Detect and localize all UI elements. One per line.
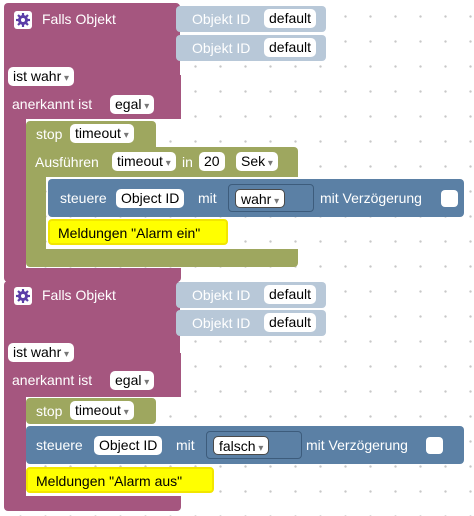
object-id-block[interactable]: Objekt ID default bbox=[176, 282, 326, 308]
objekt-id-label: Objekt ID bbox=[192, 40, 251, 56]
anerkannt-dropdown[interactable]: egal bbox=[110, 371, 155, 390]
mit-label: mit bbox=[198, 190, 217, 206]
condition-dropdown[interactable]: ist wahr bbox=[8, 67, 75, 86]
timeout-value-field[interactable]: 20 bbox=[199, 152, 225, 171]
object-id-field[interactable]: Object ID bbox=[116, 189, 185, 208]
timeout-name-dropdown[interactable]: timeout bbox=[112, 152, 176, 171]
objekt-id-field[interactable]: default bbox=[264, 313, 317, 332]
value-socket[interactable]: falsch bbox=[206, 431, 302, 459]
verzoegerung-label: mit Verzögerung bbox=[320, 190, 422, 206]
objekt-id-field[interactable]: default bbox=[264, 38, 317, 57]
stop-timeout-dropdown[interactable]: timeout bbox=[70, 401, 134, 420]
anerkannt-label: anerkannt ist bbox=[12, 96, 93, 112]
delay-checkbox[interactable] bbox=[426, 437, 443, 454]
objekt-id-label: Objekt ID bbox=[192, 287, 251, 303]
value-dropdown[interactable]: wahr bbox=[235, 189, 286, 208]
verzoegerung-label: mit Verzögerung bbox=[306, 437, 408, 453]
object-id-block[interactable]: Objekt ID default bbox=[176, 35, 326, 61]
anerkannt-dropdown[interactable]: egal bbox=[110, 95, 155, 114]
log-block[interactable]: Meldungen "Alarm aus" bbox=[26, 467, 214, 493]
control-block[interactable]: steuere Object ID mit wahr mit Verzögeru… bbox=[48, 179, 464, 217]
steuere-label: steuere bbox=[60, 190, 107, 206]
ausfuehren-label: Ausführen bbox=[35, 154, 99, 170]
in-label: in bbox=[182, 154, 193, 170]
condition-dropdown[interactable]: ist wahr bbox=[8, 343, 75, 362]
falls-objekt-label: Falls Objekt bbox=[42, 287, 116, 303]
object-id-field[interactable]: Object ID bbox=[94, 436, 163, 455]
time-unit-dropdown[interactable]: Sek bbox=[236, 152, 278, 171]
log-block[interactable]: Meldungen "Alarm ein" bbox=[48, 219, 228, 245]
stop-label: stop bbox=[36, 403, 63, 419]
objekt-id-label: Objekt ID bbox=[192, 11, 251, 27]
stop-timeout-block[interactable]: stop timeout bbox=[26, 121, 156, 147]
falls-objekt-label: Falls Objekt bbox=[42, 11, 116, 27]
stop-timeout-block[interactable]: stop timeout bbox=[26, 398, 156, 424]
objekt-id-label: Objekt ID bbox=[192, 315, 251, 331]
object-id-block[interactable]: Objekt ID default bbox=[176, 6, 326, 32]
anerkannt-label: anerkannt ist bbox=[12, 372, 93, 388]
gear-icon[interactable] bbox=[14, 287, 32, 305]
value-socket[interactable]: wahr bbox=[228, 184, 314, 212]
objekt-id-field[interactable]: default bbox=[264, 285, 317, 304]
delay-checkbox[interactable] bbox=[441, 190, 458, 207]
steuere-label: steuere bbox=[36, 437, 83, 453]
log-text: Meldungen "Alarm ein" bbox=[58, 225, 201, 241]
log-text: Meldungen "Alarm aus" bbox=[36, 473, 183, 489]
object-id-block[interactable]: Objekt ID default bbox=[176, 310, 326, 336]
gear-icon[interactable] bbox=[14, 11, 32, 29]
stop-label: stop bbox=[36, 126, 63, 142]
control-block[interactable]: steuere Object ID mit falsch mit Verzöge… bbox=[26, 426, 464, 464]
mit-label: mit bbox=[176, 437, 195, 453]
stop-timeout-dropdown[interactable]: timeout bbox=[70, 124, 134, 143]
objekt-id-field[interactable]: default bbox=[264, 9, 317, 28]
value-dropdown[interactable]: falsch bbox=[213, 436, 270, 455]
